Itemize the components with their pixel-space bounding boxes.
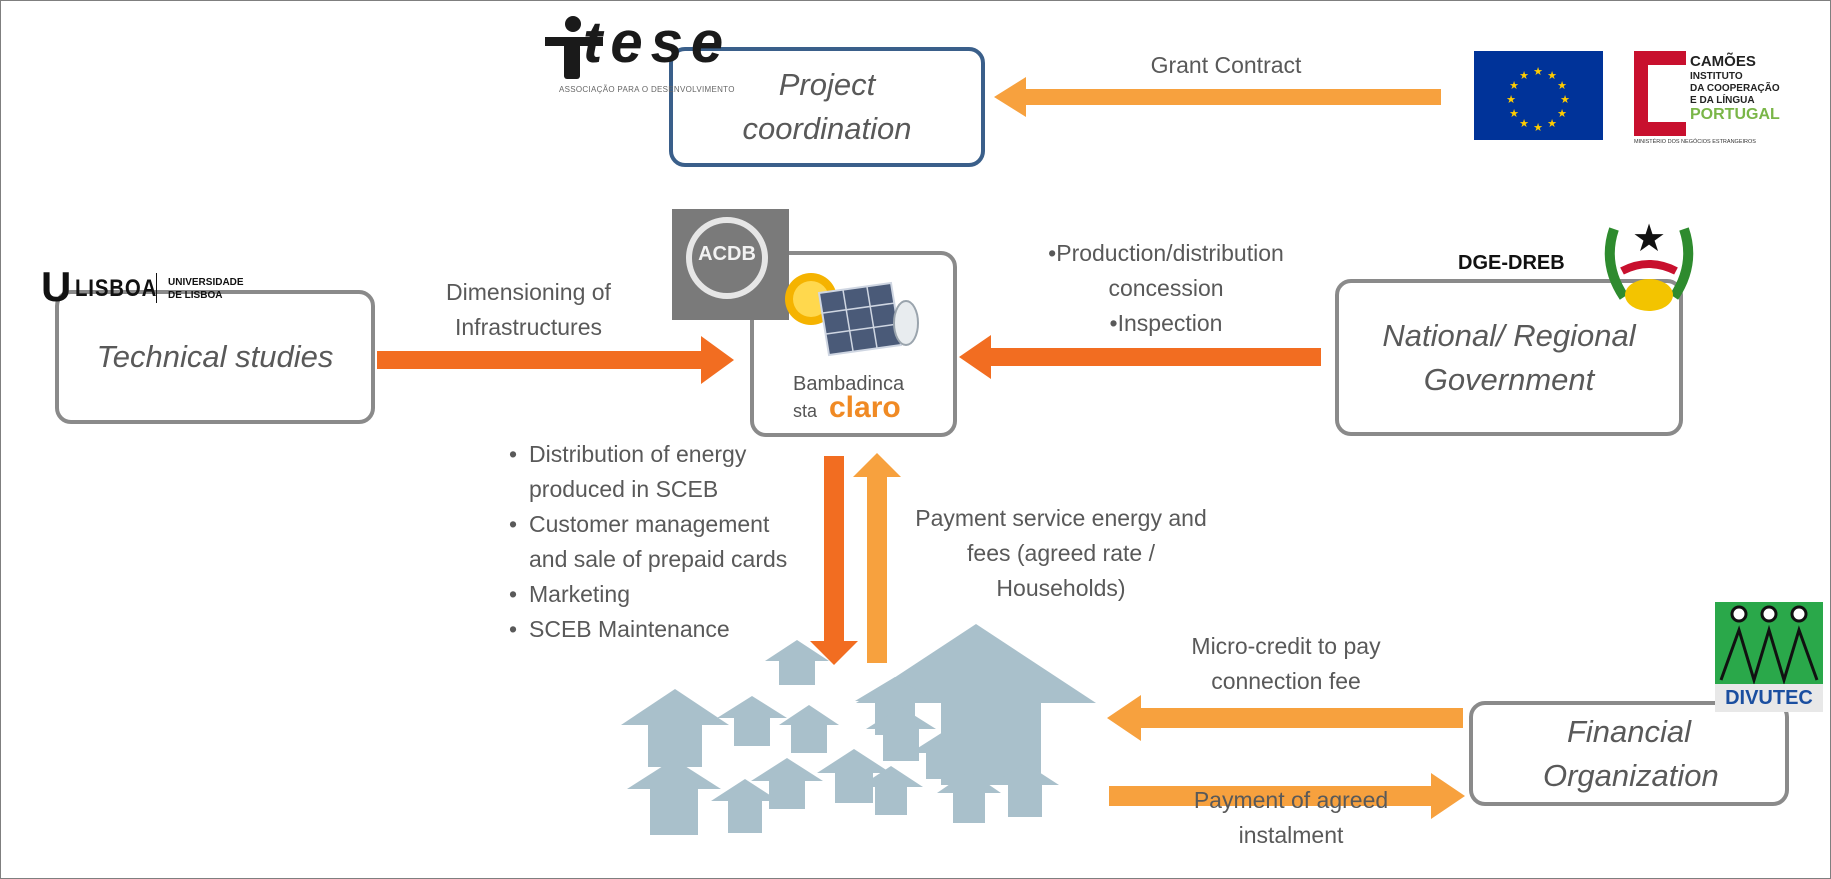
svg-text:★: ★ bbox=[1557, 107, 1567, 120]
svg-text:★: ★ bbox=[1632, 216, 1666, 260]
ulisboa-wordmark: LISBOA bbox=[75, 275, 158, 302]
dimensioning-label: Dimensioning of Infrastructures bbox=[446, 279, 611, 340]
technical-studies-label: Technical studies bbox=[96, 339, 334, 374]
concession-arrow bbox=[959, 335, 1321, 379]
ulisboa-u-mark: U bbox=[41, 263, 72, 310]
financial-organization-box: Financial Organization bbox=[1469, 701, 1789, 806]
camoes-c-icon bbox=[1634, 51, 1686, 136]
ulisboa-logo: U LISBOA UNIVERSIDADE DE LISBOA bbox=[41, 263, 291, 313]
households-icon bbox=[621, 624, 1096, 835]
bambadinca-name: Bambadinca bbox=[793, 373, 905, 395]
acdb-text: ACDB bbox=[698, 243, 756, 265]
emblem-icon: ★ bbox=[1604, 216, 1694, 311]
national-government-box: National/ Regional Government bbox=[1335, 279, 1683, 436]
ulisboa-divider bbox=[156, 273, 157, 303]
solar-panel-icon bbox=[785, 273, 919, 357]
svg-text:★: ★ bbox=[1533, 65, 1543, 78]
financial-organization-label: Financial Organization bbox=[1543, 713, 1719, 793]
services-list: Distribution of energy produced in SCEB … bbox=[509, 437, 799, 647]
dimensioning-arrow bbox=[377, 336, 734, 384]
camoes-logo: CAMÕES INSTITUTO DA COOPERAÇÃO E DA LÍNG… bbox=[1634, 51, 1814, 151]
micro-credit-arrow bbox=[1107, 695, 1463, 741]
tese-logo: tese ASSOCIAÇÃO PARA O DESENVOLVIMENTO bbox=[545, 10, 735, 99]
svg-text:★: ★ bbox=[1560, 93, 1570, 106]
concession-label-line1: •Production/distribution bbox=[1048, 240, 1284, 266]
svg-text:★: ★ bbox=[1557, 79, 1567, 92]
bambadinca-logo: Bambadinca sta claro bbox=[771, 263, 941, 428]
energy-down-arrow bbox=[810, 456, 858, 665]
eu-flag-logo: ★★★ ★★★ ★★★ ★★★ bbox=[1474, 51, 1603, 140]
camoes-line-2: INSTITUTO bbox=[1690, 71, 1743, 82]
camoes-ministry: MINISTÉRIO DOS NEGÓCIOS ESTRANGEIROS bbox=[1634, 139, 1756, 145]
divutec-logo: DIVUTEC bbox=[1715, 602, 1823, 712]
ulisboa-sub-2: DE LISBOA bbox=[168, 290, 223, 301]
svg-text:★: ★ bbox=[1519, 117, 1529, 130]
dge-dreb-label: DGE-DREB bbox=[1458, 252, 1565, 274]
bambadinca-claro: claro bbox=[829, 391, 901, 424]
tese-person-icon bbox=[545, 16, 603, 79]
payment-service-label: Payment service energy and fees (agreed … bbox=[915, 505, 1207, 601]
concession-label-line3: •Inspection bbox=[1109, 310, 1223, 336]
acdb-logo: ACDB bbox=[672, 209, 789, 320]
tese-subtitle: ASSOCIAÇÃO PARA O DESENVOLVIMENTO bbox=[559, 85, 735, 94]
list-item: Marketing bbox=[509, 577, 799, 612]
camoes-line-3: DA COOPERAÇÃO bbox=[1690, 83, 1780, 94]
bambadinca-sta: sta bbox=[793, 401, 818, 421]
svg-text:★: ★ bbox=[1509, 79, 1519, 92]
ulisboa-sub-1: UNIVERSIDADE bbox=[168, 277, 244, 288]
instalment-arrow bbox=[1109, 773, 1465, 819]
technical-studies-box: Technical studies bbox=[55, 290, 375, 424]
divutec-people-icon bbox=[1719, 605, 1819, 684]
svg-text:★: ★ bbox=[1533, 121, 1543, 134]
svg-text:★: ★ bbox=[1547, 117, 1557, 130]
svg-text:★: ★ bbox=[1509, 107, 1519, 120]
list-item: Distribution of energy produced in SCEB bbox=[509, 437, 799, 507]
national-government-label: National/ Regional Government bbox=[1382, 317, 1636, 397]
camoes-title: CAMÕES bbox=[1690, 53, 1756, 70]
payment-instalment-label: Payment of agreed instalment bbox=[1193, 787, 1389, 848]
project-coordination-box: Project coordination bbox=[669, 47, 985, 167]
concession-label-line2: concession bbox=[1108, 275, 1224, 301]
payment-up-arrow bbox=[853, 453, 901, 663]
svg-text:★: ★ bbox=[1519, 69, 1529, 82]
acdb-circle-icon bbox=[686, 217, 768, 299]
project-coordination-label: Project coordination bbox=[742, 67, 912, 146]
svg-text:★: ★ bbox=[1547, 69, 1557, 82]
grant-contract-label: Grant Contract bbox=[1150, 52, 1302, 78]
list-item: Customer management and sale of prepaid … bbox=[509, 507, 799, 577]
guinea-bissau-emblem: ★ bbox=[1594, 209, 1704, 317]
tese-wordmark: tese bbox=[583, 10, 732, 75]
camoes-line-5: PORTUGAL bbox=[1690, 106, 1780, 123]
grant-contract-arrow bbox=[994, 77, 1441, 117]
divutec-text: DIVUTEC bbox=[1715, 684, 1823, 712]
micro-credit-label: Micro-credit to pay connection fee bbox=[1191, 633, 1381, 694]
eu-stars-icon: ★★★ ★★★ ★★★ ★★★ bbox=[1506, 65, 1570, 134]
camoes-line-4: E DA LÍNGUA bbox=[1690, 95, 1755, 106]
svg-text:★: ★ bbox=[1506, 93, 1516, 106]
list-item: SCEB Maintenance bbox=[509, 612, 799, 647]
